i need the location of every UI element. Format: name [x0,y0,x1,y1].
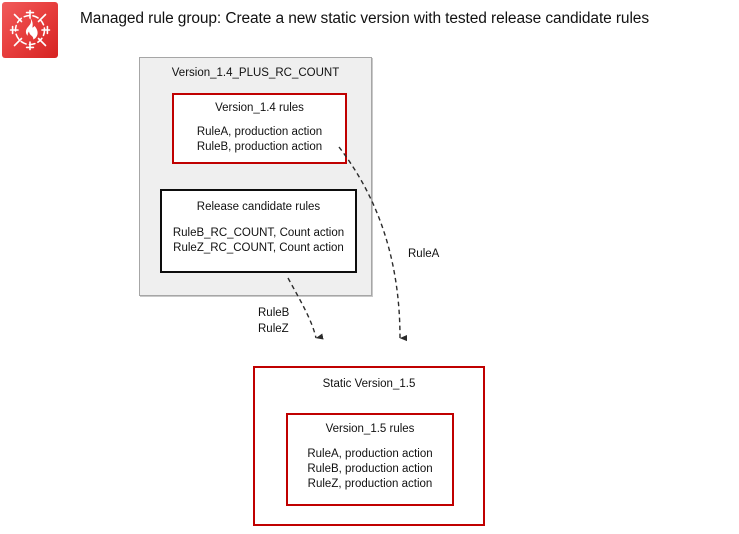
group-outer-title: Version_1.4_PLUS_RC_COUNT [171,67,340,79]
rule-list-release-candidate: RuleB_RC_COUNT, Count action RuleZ_RC_CO… [162,226,355,256]
rule-item: RuleA, production action [196,126,323,138]
group-static-version-title: Static Version_1.5 [322,378,416,390]
rule-item: RuleZ, production action [307,478,433,490]
page-title: Managed rule group: Create a new static … [80,10,649,27]
group-release-candidate-title: Release candidate rules [196,201,321,213]
rule-item: RuleB_RC_COUNT, Count action [172,227,345,239]
group-version-1-4-title: Version_1.4 rules [215,102,304,114]
rule-item: RuleZ_RC_COUNT, Count action [173,242,344,254]
group-release-candidate-rules: Release candidate rules RuleB_RC_COUNT, … [160,189,357,273]
edge-label-rulea: RuleA [408,248,440,260]
rule-item: RuleA, production action [307,448,433,460]
edge-label-rulez: RuleZ [258,323,289,335]
edge-label-ruleb: RuleB [258,307,290,319]
group-version-1-5-title: Version_1.5 rules [325,423,415,435]
rule-item: RuleB, production action [307,463,433,475]
rule-list-version-1-5: RuleA, production action RuleB, producti… [288,447,452,492]
group-version-1-4-rules: Version_1.4 rules RuleA, production acti… [172,93,347,164]
group-version-1-5-rules: Version_1.5 rules RuleA, production acti… [286,413,454,506]
rule-item: RuleB, production action [196,141,323,153]
aws-waf-service-icon [2,2,58,58]
rule-list-version-1-4: RuleA, production action RuleB, producti… [174,125,345,155]
edge-label-rulebz: RuleB RuleZ [258,305,289,337]
